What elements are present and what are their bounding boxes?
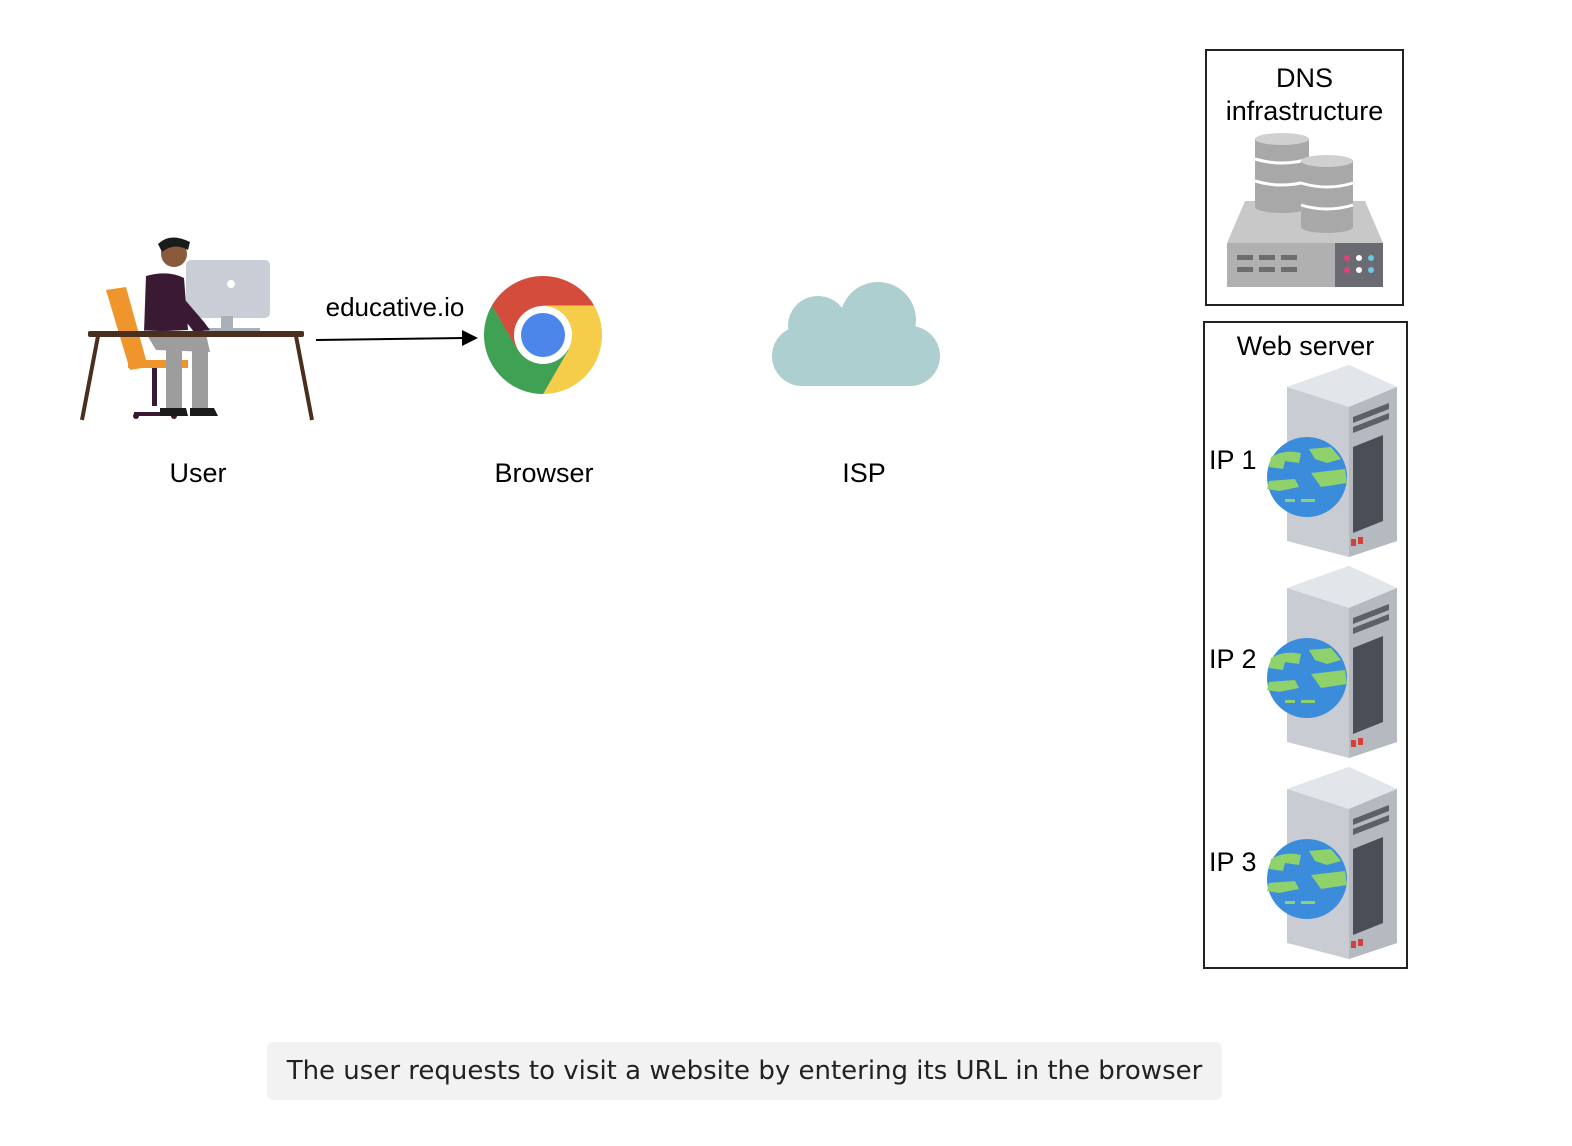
dns-infrastructure-box: DNS infrastructure [1205,49,1404,306]
dns-title-line1: DNS [1275,63,1333,93]
user-label: User [169,458,227,488]
diagram-caption: The user requests to visit a website by … [267,1042,1222,1100]
server-ip-label: IP 3 [1209,847,1257,877]
user-at-desk-icon [80,237,314,421]
edge-label-url: educative.io [325,292,465,322]
chrome-browser-icon [483,276,603,394]
web-server-title: Web server [1236,331,1375,361]
caption-text: The user requests to visit a website by … [286,1056,1203,1086]
web-server-box: Web server IP 1 IP 2 IP 3 [1203,321,1408,969]
dns-title-line2: infrastructure [1225,96,1384,126]
arrow-user-to-browser [315,330,478,346]
server-globe-icon [1267,767,1397,959]
server-ip-label: IP 2 [1209,644,1257,674]
database-server-icon [1227,133,1383,287]
server-globe-icon [1267,566,1397,758]
cloud-icon [772,282,940,386]
server-globe-icon [1267,365,1397,557]
server-ip-label: IP 1 [1209,445,1257,475]
browser-label: Browser [494,458,594,488]
isp-label: ISP [842,458,886,488]
